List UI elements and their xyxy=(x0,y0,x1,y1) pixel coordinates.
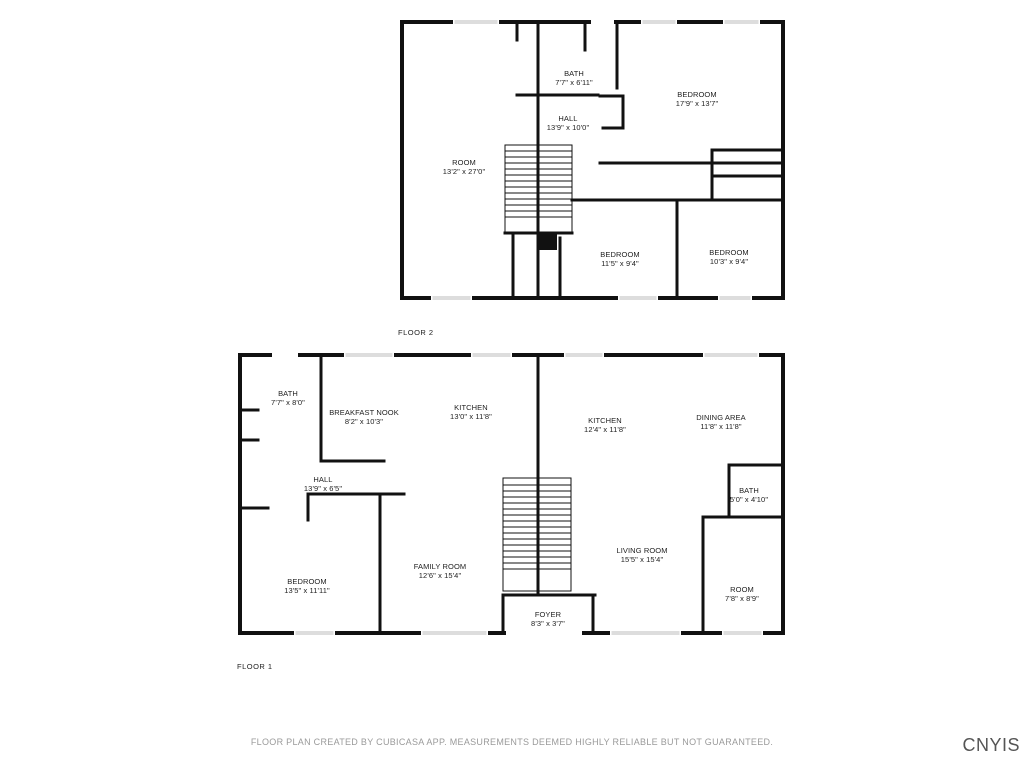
room-name: BATH xyxy=(564,69,584,78)
brand-logo-text: CNYIS xyxy=(962,735,1020,755)
room-name: DINING AREA xyxy=(696,413,746,422)
room-name: BEDROOM xyxy=(600,250,640,259)
room-dimensions: 5'0" x 4'10" xyxy=(729,495,769,504)
room-name: BREAKFAST NOOK xyxy=(329,408,399,417)
room-name: KITCHEN xyxy=(588,416,622,425)
room-dimensions: 7'7" x 8'0" xyxy=(271,398,305,407)
room-name: BATH xyxy=(739,486,759,495)
room-dimensions: 13'9" x 6'5" xyxy=(303,484,343,493)
room-name: FOYER xyxy=(534,610,562,619)
room-dimensions: 8'2" x 10'3" xyxy=(344,417,384,426)
room-dimensions: 13'2" x 27'0" xyxy=(442,167,486,176)
room-name: BEDROOM xyxy=(287,577,327,586)
room-name: ROOM xyxy=(730,585,754,594)
room-label-floor1-bedroom: BEDROOM 13'5" x 11'11" xyxy=(284,577,330,595)
room-label-floor1-dining-area: DINING AREA 11'8" x 11'8" xyxy=(696,413,745,431)
room-label-floor2-bedroom-main: BEDROOM 17'9" x 13'7" xyxy=(676,90,718,108)
room-label-floor2-bedroom-mid: BEDROOM 11'5" x 9'4" xyxy=(600,250,639,268)
room-label-floor2-bath: BATH 7'7" x 6'11" xyxy=(555,69,593,87)
room-dimensions: 7'7" x 6'11" xyxy=(555,78,593,87)
room-name: LIVING ROOM xyxy=(616,546,668,555)
room-label-floor1-hall: HALL 13'9" x 6'5" xyxy=(304,475,342,493)
room-dimensions: 12'4" x 11'8" xyxy=(584,425,626,434)
room-name: BEDROOM xyxy=(709,248,749,257)
room-dimensions: 12'6" x 15'4" xyxy=(418,571,462,580)
room-name: KITCHEN xyxy=(454,403,488,412)
room-label-floor2-hall: HALL 13'9" x 10'0" xyxy=(547,114,589,132)
room-dimensions: 7'8" x 8'9" xyxy=(725,594,759,603)
room-label-floor1-room: ROOM 7'8" x 8'9" xyxy=(725,585,759,603)
room-label-floor1-living-room: LIVING ROOM 15'5" x 15'4" xyxy=(616,546,667,564)
floor-1-label: FLOOR 1 xyxy=(237,662,273,671)
room-dimensions: 13'9" x 10'0" xyxy=(546,123,590,132)
room-dimensions: 17'9" x 13'7" xyxy=(675,99,719,108)
floor-2-label: FLOOR 2 xyxy=(398,328,434,337)
room-dimensions: 13'0" x 11'8" xyxy=(450,412,492,421)
room-name: ROOM xyxy=(452,158,476,167)
room-label-floor1-bath: BATH 7'7" x 8'0" xyxy=(271,389,305,407)
room-label-floor2-room: ROOM 13'2" x 27'0" xyxy=(443,158,485,176)
room-label-floor1-foyer: FOYER 8'3" x 3'7" xyxy=(531,610,565,628)
room-name: BEDROOM xyxy=(677,90,717,99)
room-dimensions: 11'8" x 11'8" xyxy=(700,422,742,431)
room-name: FAMILY ROOM xyxy=(413,562,467,571)
room-label-floor2-bedroom-right: BEDROOM 10'3" x 9'4" xyxy=(709,248,748,266)
room-dimensions: 11'5" x 9'4" xyxy=(601,259,639,268)
floor-2-plan xyxy=(400,20,785,300)
room-name: BATH xyxy=(278,389,298,398)
floor-1-plan xyxy=(238,353,785,635)
room-label-floor1-breakfast-nook: BREAKFAST NOOK 8'2" x 10'3" xyxy=(329,408,399,426)
room-label-floor1-bath-small: BATH 5'0" x 4'10" xyxy=(730,486,768,504)
room-label-floor1-kitchen-right: KITCHEN 12'4" x 11'8" xyxy=(584,416,626,434)
room-label-floor1-family-room: FAMILY ROOM 12'6" x 15'4" xyxy=(414,562,467,580)
room-label-floor1-kitchen-left: KITCHEN 13'0" x 11'8" xyxy=(450,403,492,421)
room-dimensions: 15'5" x 15'4" xyxy=(620,555,664,564)
disclaimer-footer: FLOOR PLAN CREATED BY CUBICASA APP. MEAS… xyxy=(250,737,774,747)
room-dimensions: 10'3" x 9'4" xyxy=(709,257,749,266)
room-name: HALL xyxy=(558,114,578,123)
room-dimensions: 13'5" x 11'11" xyxy=(284,586,330,595)
room-name: HALL xyxy=(313,475,333,484)
room-dimensions: 8'3" x 3'7" xyxy=(531,619,565,628)
